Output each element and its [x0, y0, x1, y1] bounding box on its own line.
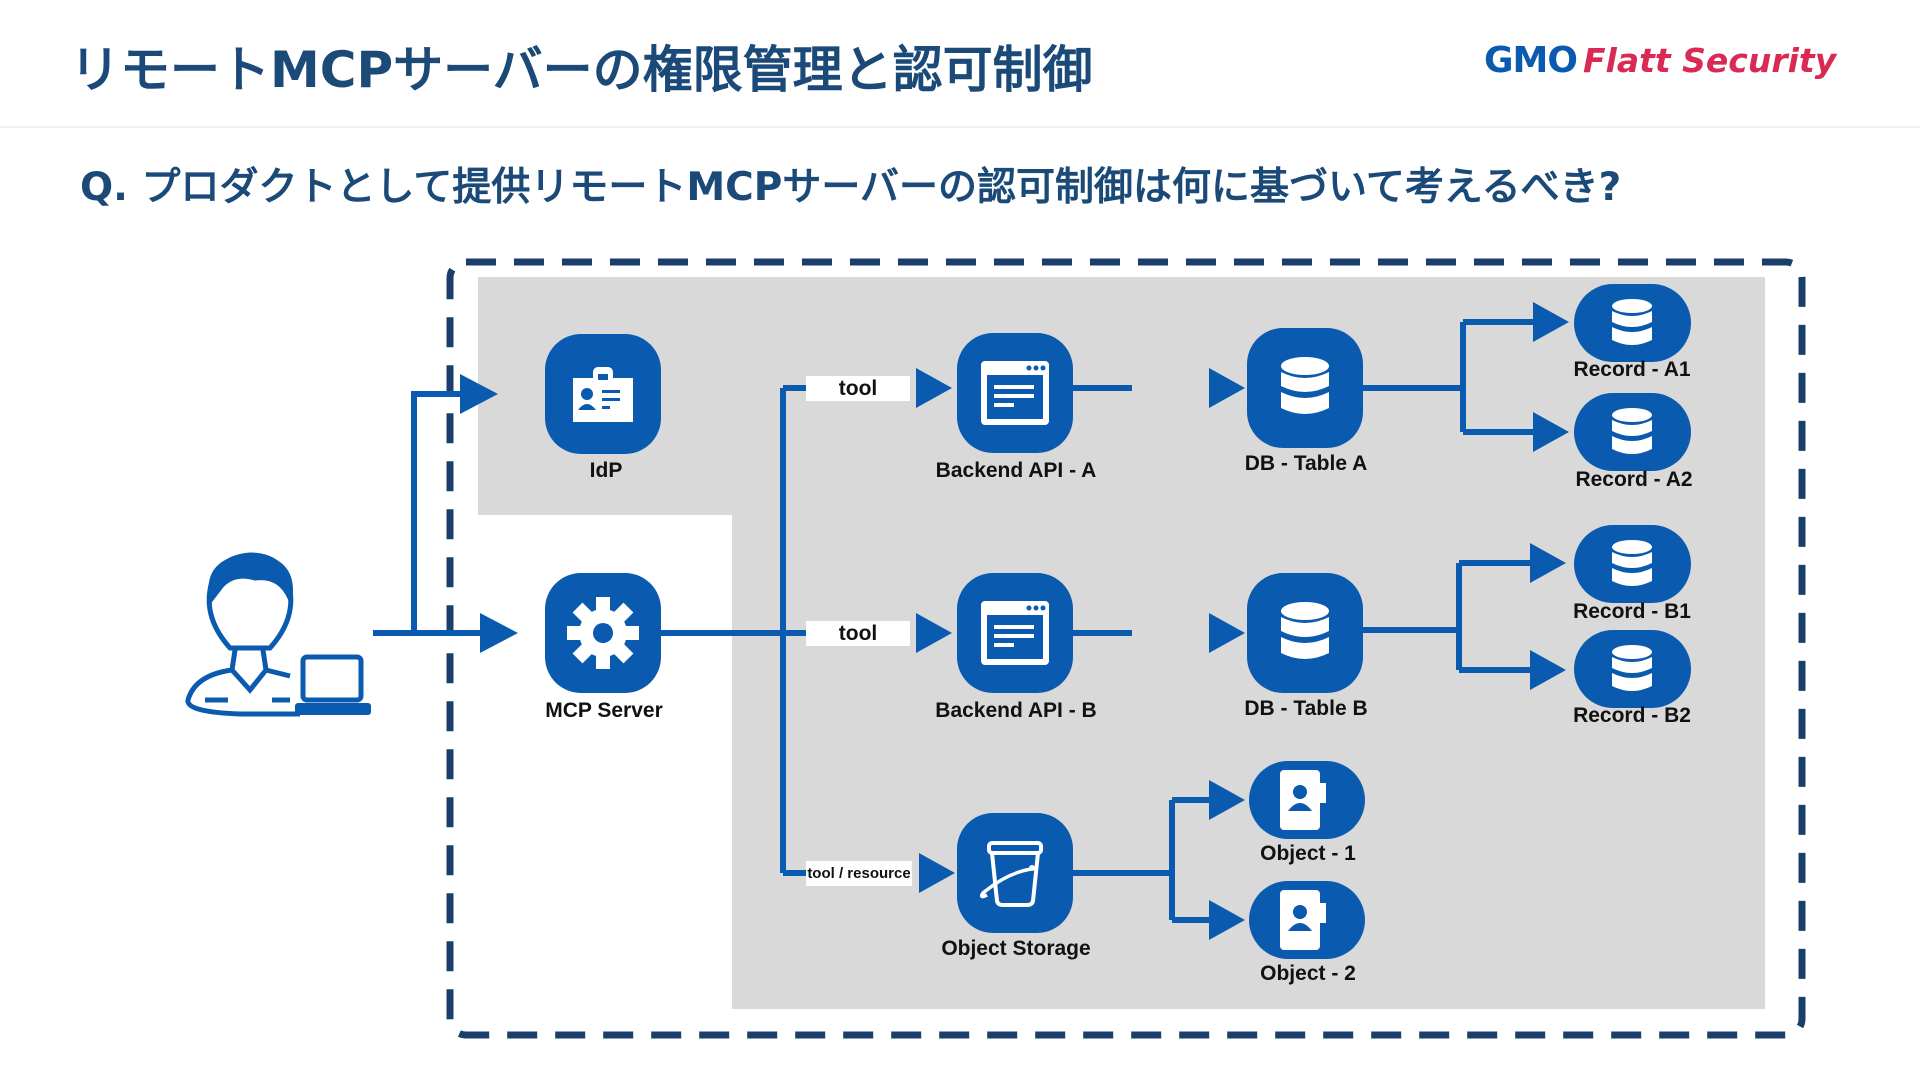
bucket-icon — [979, 841, 1043, 907]
id-badge-icon — [573, 367, 633, 422]
record-b1-label: Record - B1 — [1573, 600, 1691, 623]
database-icon — [1612, 299, 1652, 345]
db-table-a-label: DB - Table A — [1244, 452, 1368, 475]
object-1-node — [1249, 761, 1365, 839]
record-b2-node — [1574, 630, 1691, 708]
arrowhead — [916, 368, 952, 408]
browser-window-icon — [981, 361, 1049, 425]
edge-storage-fork — [1013, 797, 1229, 923]
arrowhead — [919, 853, 955, 893]
arrowhead — [1530, 650, 1566, 690]
contact-file-icon — [1280, 890, 1326, 950]
arrowhead — [1209, 780, 1245, 820]
database-icon — [1612, 408, 1652, 454]
backend-zone — [478, 277, 1765, 1009]
mcp-server-label: MCP Server — [545, 699, 663, 722]
arrowhead — [1533, 412, 1569, 452]
logo-gmo: GMO — [1484, 40, 1578, 81]
idp-node — [545, 334, 661, 454]
browser-window-icon — [981, 601, 1049, 665]
question-heading: Q. プロダクトとして提供リモートMCPサーバーの認可制御は何に基づいて考えるべ… — [80, 165, 1622, 210]
object-1-label: Object - 1 — [1260, 842, 1356, 865]
backend-api-b-label: Backend API - B — [935, 699, 1097, 722]
edge-label-tool-resource: tool / resource — [806, 861, 912, 886]
object-2-node — [1249, 881, 1365, 959]
logo-flatt-security: Flatt Security — [1582, 41, 1837, 80]
database-icon — [1281, 357, 1329, 414]
header-divider — [0, 126, 1920, 128]
backend-api-a-node — [957, 333, 1073, 453]
record-a2-node — [1574, 393, 1691, 471]
db-table-a-node — [1247, 328, 1363, 448]
record-a2-label: Record - A2 — [1575, 468, 1693, 491]
user-with-laptop-icon — [185, 552, 371, 717]
record-a1-label: Record - A1 — [1573, 358, 1691, 381]
arrowhead — [460, 374, 498, 414]
db-table-b-node — [1247, 573, 1363, 693]
edge-label-tool-b: tool — [806, 621, 910, 646]
backend-api-b-node — [957, 573, 1073, 693]
database-icon — [1612, 540, 1652, 586]
mcp-server-node — [545, 573, 661, 693]
contact-file-icon — [1280, 770, 1326, 830]
backend-api-a-label: Backend API - A — [935, 459, 1097, 482]
arrowhead — [1533, 302, 1569, 342]
database-icon — [1281, 602, 1329, 659]
arrowhead — [480, 613, 518, 653]
record-b2-label: Record - B2 — [1573, 704, 1691, 727]
gear-icon — [567, 597, 639, 669]
object-2-label: Object - 2 — [1260, 962, 1356, 985]
object-storage-node — [957, 813, 1073, 933]
page-title: リモートMCPサーバーの権限管理と認可制御 — [70, 41, 1093, 99]
idp-label: IdP — [589, 459, 623, 482]
record-a1-node — [1574, 284, 1691, 362]
record-b1-node — [1574, 525, 1691, 603]
object-storage-label: Object Storage — [941, 937, 1091, 960]
database-icon — [1612, 645, 1652, 691]
db-table-b-label: DB - Table B — [1244, 697, 1368, 720]
arrowhead — [1209, 900, 1245, 940]
edge-label-tool-a: tool — [806, 376, 910, 401]
arrowhead — [1209, 368, 1245, 408]
arrowhead — [1209, 613, 1245, 653]
arrowhead — [916, 613, 952, 653]
arrowhead — [1530, 543, 1566, 583]
